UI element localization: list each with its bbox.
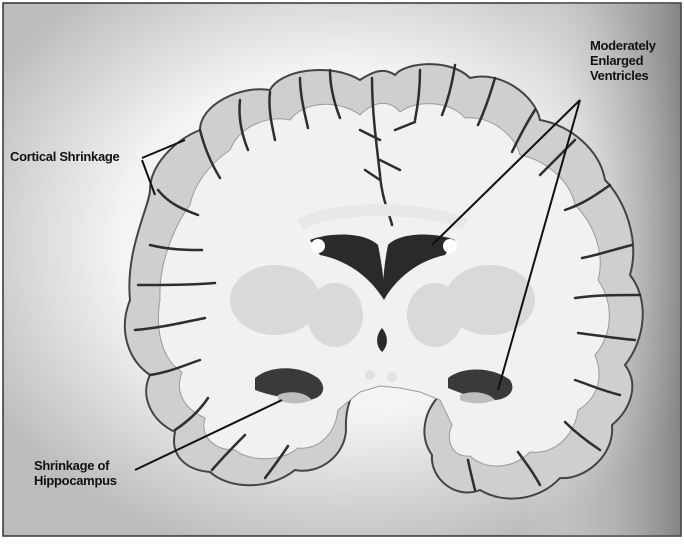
label-enlarged-ventricles: Moderately Enlarged Ventricles — [590, 38, 656, 83]
label-hippocampus-shrinkage: Shrinkage of Hippocampus — [34, 458, 117, 488]
label-cortical-shrinkage-text: Cortical Shrinkage — [10, 149, 119, 164]
label-hippocampus-line2: Hippocampus — [34, 473, 117, 488]
label-cortical-shrinkage: Cortical Shrinkage — [10, 149, 119, 164]
label-hippocampus-line1: Shrinkage of — [34, 458, 117, 473]
label-ventricles-line2: Enlarged — [590, 53, 656, 68]
label-ventricles-line1: Moderately — [590, 38, 656, 53]
label-ventricles-line3: Ventricles — [590, 68, 656, 83]
